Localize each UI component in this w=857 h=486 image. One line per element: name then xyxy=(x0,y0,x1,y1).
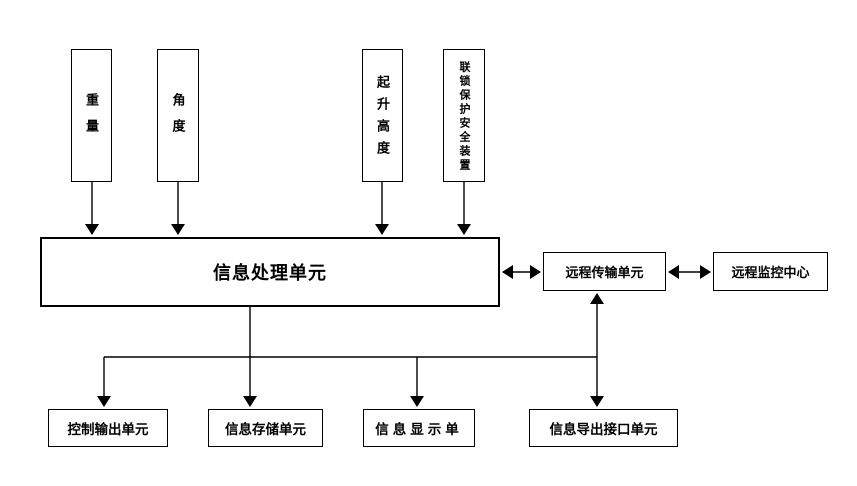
node-information-display-unit: 信息显示单 xyxy=(363,409,475,447)
node-interlock-safety-device: 联锁保护安全装置 xyxy=(443,49,485,182)
node-information-export-interface-unit: 信息导出接口单元 xyxy=(529,409,678,447)
node-angle-sensor: 角度 xyxy=(157,49,199,182)
node-weight-sensor: 重量 xyxy=(71,49,112,182)
node-information-storage-unit: 信息存储单元 xyxy=(208,409,323,447)
node-control-output-unit: 控制输出单元 xyxy=(48,409,168,447)
node-information-processing-unit: 信息处理单元 xyxy=(40,237,500,307)
node-remote-monitoring-center: 远程监控中心 xyxy=(713,252,828,291)
node-remote-transmission-unit: 远程传输单元 xyxy=(543,252,666,291)
node-hoist-height-sensor: 起升高度 xyxy=(362,49,403,182)
